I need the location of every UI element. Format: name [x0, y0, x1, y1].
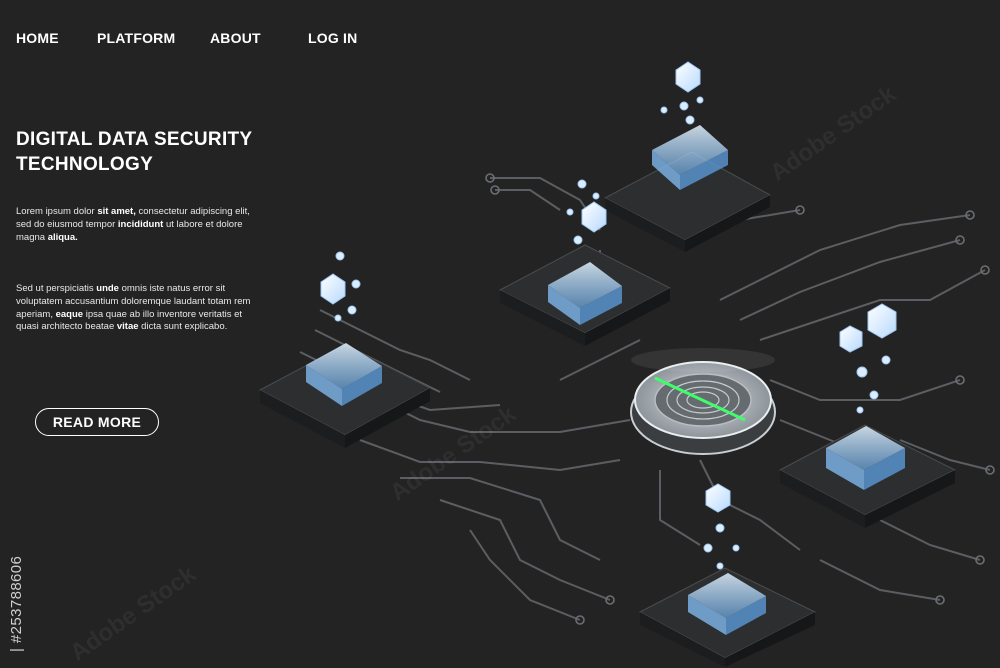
nav-log-in[interactable]: LOG IN: [308, 30, 358, 46]
fingerprint-scanner-icon: [630, 348, 776, 455]
para2-seg: ipsa quae ab illo inventore veritatis et…: [16, 308, 243, 333]
para2-seg: dicta sunt explicabo.: [138, 321, 228, 333]
chip-platform-bottom: [638, 567, 817, 667]
para2-seg: omnis iste natus error sit voluptatem ac…: [16, 283, 251, 320]
para1-seg: consectetur adipiscing elit, sed do eius…: [16, 206, 250, 230]
chip-platform-right: [778, 424, 957, 528]
stock-id-label: | #253788606: [8, 555, 25, 652]
para1-seg: sit amet,: [97, 206, 136, 217]
para2-seg: unde: [96, 283, 119, 294]
detail-paragraph: Sed ut perspiciatis unde omnis iste natu…: [16, 283, 256, 334]
chip-platform-middle: [498, 244, 672, 346]
nav-home[interactable]: HOME: [16, 30, 59, 46]
chip-platform-left: [258, 343, 432, 448]
data-cubes: [320, 61, 897, 570]
read-more-button[interactable]: READ MORE: [35, 408, 159, 436]
circuit-nodes: [485, 173, 995, 625]
nav-about[interactable]: ABOUT: [210, 30, 261, 46]
para1-seg: ut labore et dolore magna: [16, 218, 243, 243]
page-title: DIGITAL DATA SECURITY TECHNOLOGY: [16, 127, 316, 177]
para2-seg: Sed ut perspiciatis: [16, 283, 97, 294]
para1-seg: aliqua.: [47, 231, 78, 243]
para1-seg: incididunt: [117, 218, 164, 230]
intro-paragraph: Lorem ipsum dolor sit amet, consectetur …: [16, 206, 256, 244]
page-title-line-1: DIGITAL DATA SECURITY: [16, 129, 253, 150]
para2-seg: eaque: [55, 308, 84, 320]
nav-platform[interactable]: PLATFORM: [97, 30, 176, 46]
para1-seg: Lorem ipsum dolor: [16, 206, 98, 217]
para2-seg: vitae: [116, 321, 139, 333]
chip-platform-top: [603, 125, 772, 252]
page-title-line-2: TECHNOLOGY: [16, 154, 154, 175]
